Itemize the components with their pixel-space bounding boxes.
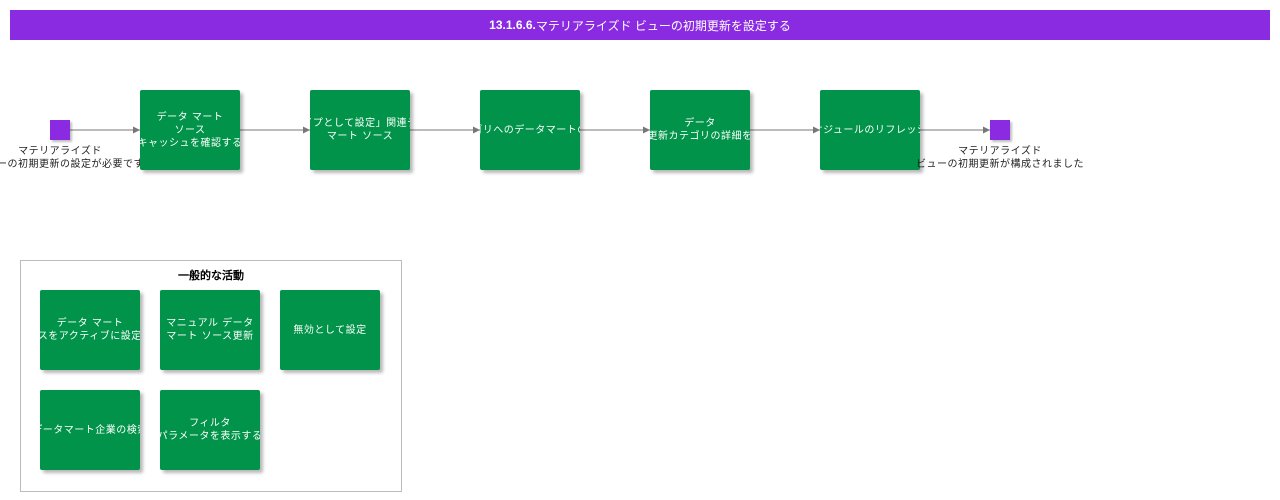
activity-set-as-disabled[interactable]: 無効として設定 [280,290,380,370]
general-activities-title: 一般的な活動 [178,270,244,282]
activity-manual-source-refresh[interactable]: マニュアル データ マート ソース更新 [160,290,260,370]
task-change-refresh-category-details[interactable]: データ マートの更新カテゴリの詳細を変更する [650,90,750,170]
task-refresh-schedule[interactable]: スケジュールのリフレッシュ [820,90,920,170]
task-set-as-type-related-source[interactable]: 「タイプとして設定」関連データ マート ソース [310,90,410,170]
diagram-title: 13.1.6.6.マテリアライズド ビューの初期更新を設定する [10,10,1270,40]
title-number: 13.1.6.6. [489,18,536,32]
task-add-datamart-to-category[interactable]: カテゴリへのデータマートの追加 [480,90,580,170]
start-event[interactable] [50,120,70,140]
activity-search-datamart-entity[interactable]: データマート企業の検索 [40,390,140,470]
activity-show-filter-parameters[interactable]: フィルタ パラメータを表示する [160,390,260,470]
end-event-label: マテリアライズド ビューの初期更新が構成されました [916,146,1084,170]
end-event[interactable] [990,120,1010,140]
activity-set-source-active[interactable]: データ マート ソースをアクティブに設定する [40,290,140,370]
title-text: マテリアライズド ビューの初期更新を設定する [535,18,791,33]
task-check-datamart-source-cache[interactable]: データ マート ソース キャッシュを確認する [140,90,240,170]
start-event-label: マテリアライズド ビューの初期更新の設定が必要です [0,146,144,170]
